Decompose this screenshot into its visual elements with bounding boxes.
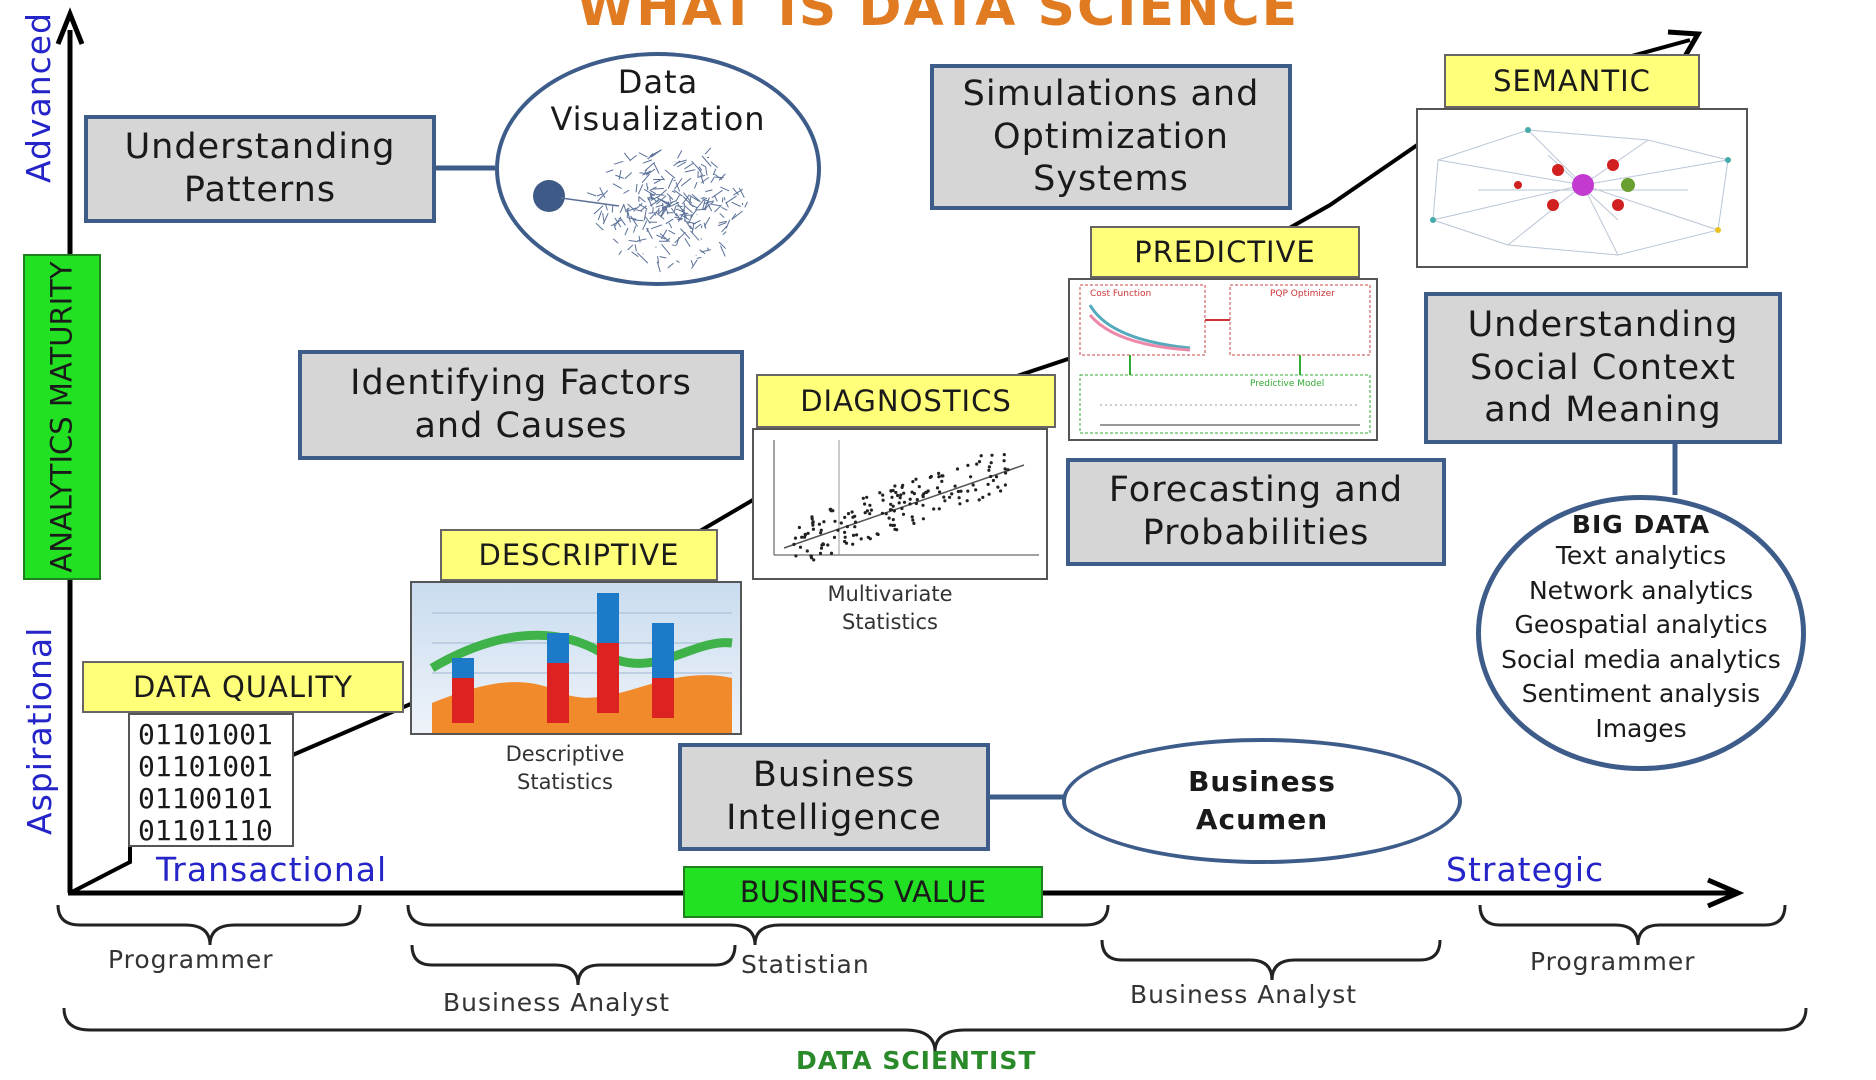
role-business-analyst-left: Business Analyst [443,988,671,1017]
box-identifying-factors: Identifying Factors and Causes [298,350,744,460]
y-axis-arrowhead [55,7,85,45]
box-forecasting: Forecasting and Probabilities [1066,458,1446,566]
scatter-icon [773,440,1039,562]
network-cluster-icon [533,147,748,273]
business-acumen-ellipse: Business Acumen [1062,738,1462,864]
stage-data-quality: DATA QUALITY [82,661,404,713]
role-programmer-left: Programmer [108,945,274,974]
brace-business-analyst-right [1100,939,1442,981]
bar-chart-icon [412,583,740,733]
stage-descriptive: DESCRIPTIVE [440,529,718,581]
optimizer-label: PQP Optimizer [1270,289,1335,299]
semantic-network-image [1416,108,1748,268]
analytics-maturity-text: ANALYTICS MATURITY [45,261,79,573]
role-data-scientist: DATA SCIENTIST [796,1046,1037,1075]
y-axis-bottom-label: Aspirational [20,626,59,835]
box-social-context: Understanding Social Context and Meaning [1424,292,1782,444]
data-visualization-circle: Data Visualization [495,52,821,286]
big-data-item: Geospatial analytics [1514,610,1768,639]
cost-function-label: Cost Function [1090,289,1151,299]
binary-line: 01101110 [138,813,273,847]
x-axis-arrowhead [1707,877,1745,909]
business-value-label: BUSINESS VALUE [683,866,1043,918]
binary-data-block: 01101001 01101001 01100101 01101110 [128,713,294,847]
binary-line: 01101001 [138,718,273,751]
stage-semantic: SEMANTIC [1444,54,1700,108]
brace-programmer-right [1478,904,1787,946]
scatter-plot-image [752,428,1048,580]
trend-arrowhead [1667,29,1703,60]
stage-diagnostics: DIAGNOSTICS [756,374,1056,428]
role-statistian: Statistian [741,950,870,979]
diagnostics-caption: Multivariate Statistics [827,582,953,635]
network-graph-icon [1430,127,1731,256]
stage-predictive: PREDICTIVE [1090,226,1360,278]
analytics-maturity-label: ANALYTICS MATURITY [23,254,101,580]
brace-data-scientist [62,1007,1808,1053]
box-business-intelligence: Business Intelligence [678,743,990,851]
big-data-item: Sentiment analysis [1521,679,1761,708]
predictive-model-image: Cost Function PQP Optimizer Predictive M… [1068,278,1378,441]
brace-programmer-left [56,904,362,946]
big-data-title: BIG DATA [1571,510,1711,539]
data-visualization-label: Data Visualization [550,63,766,138]
x-axis-right-label: Strategic [1446,850,1605,889]
y-axis-top-label: Advanced [19,11,58,183]
business-acumen-label: Business Acumen [1188,765,1336,836]
role-business-analyst-right: Business Analyst [1130,980,1358,1009]
descriptive-caption: Descriptive Statistics [505,742,625,795]
big-data-circle: BIG DATA Text analytics Network analytic… [1476,495,1806,771]
box-understanding-patterns: Understanding Patterns [84,115,436,223]
box-simulations: Simulations and Optimization Systems [930,64,1292,210]
descriptive-chart-image [410,581,742,735]
role-programmer-right: Programmer [1530,947,1696,976]
big-data-item: Text analytics [1555,541,1727,570]
page-title: WHAT IS DATA SCIENCE [576,0,1300,38]
predictive-diagram-icon: Cost Function PQP Optimizer Predictive M… [1079,284,1371,434]
big-data-item: Images [1595,713,1687,743]
predictive-model-label: Predictive Model [1250,379,1324,389]
x-axis-left-label: Transactional [156,850,388,889]
brace-business-analyst-left [410,944,737,986]
binary-line: 01101001 [138,749,273,783]
big-data-item: Network analytics [1528,575,1754,605]
binary-line: 01100101 [138,781,273,815]
big-data-item: Social media analytics [1501,644,1781,674]
brace-statistian [406,904,1110,946]
